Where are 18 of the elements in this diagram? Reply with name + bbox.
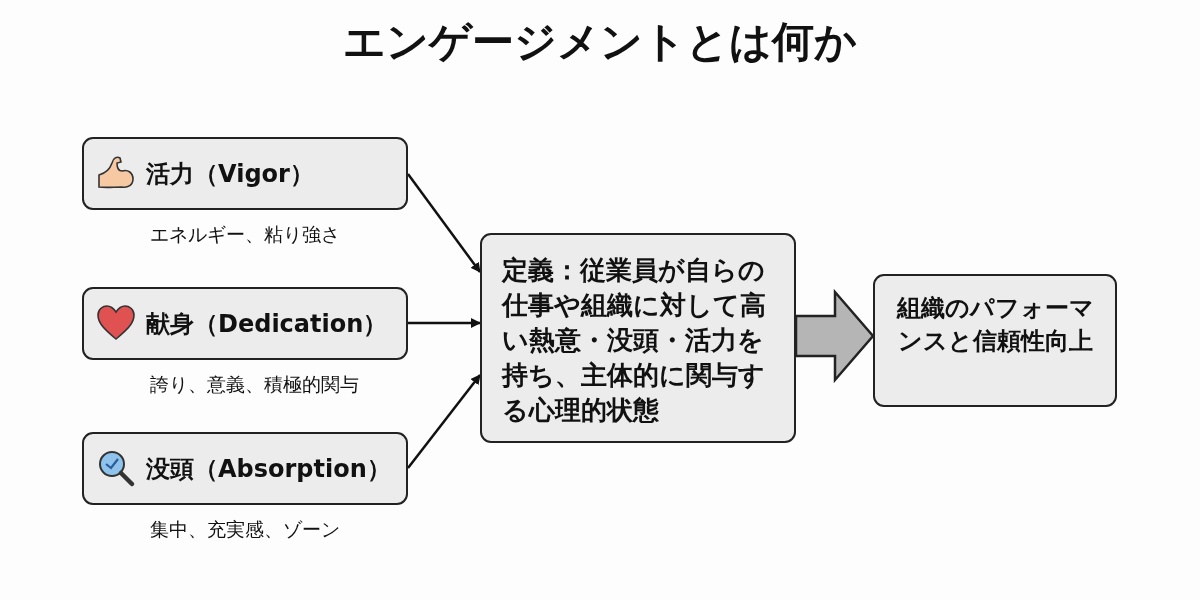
arrow: [407, 173, 481, 273]
result-box: [873, 274, 1117, 407]
description-text: 誇り、意義、積極的関与: [150, 372, 359, 397]
description-text: エネルギー、粘り強さ: [150, 222, 340, 247]
category-label: 没頭（Absorption）: [146, 454, 391, 485]
arrow: [408, 318, 481, 328]
category-label: 献身（Dedication）: [146, 309, 388, 340]
definition-text: 定義：従業員が自らの仕事や組織に対して高い熱意・没頭・活力を持ち、主体的に関与する心理的状態: [502, 254, 767, 427]
block-arrow: [794, 288, 875, 384]
description-text: 集中、充実感、ゾーン: [150, 517, 340, 542]
category-box: [82, 287, 408, 360]
result-text: 組織のパフォーマンスと信頼性向上: [895, 293, 1095, 357]
title: エンゲージメントとは何か: [342, 16, 858, 68]
category-label: 活力（Vigor）: [146, 159, 314, 190]
definition-box: [480, 233, 796, 443]
category-box: [82, 432, 408, 505]
category-box: [82, 137, 408, 210]
arrow: [407, 374, 481, 469]
